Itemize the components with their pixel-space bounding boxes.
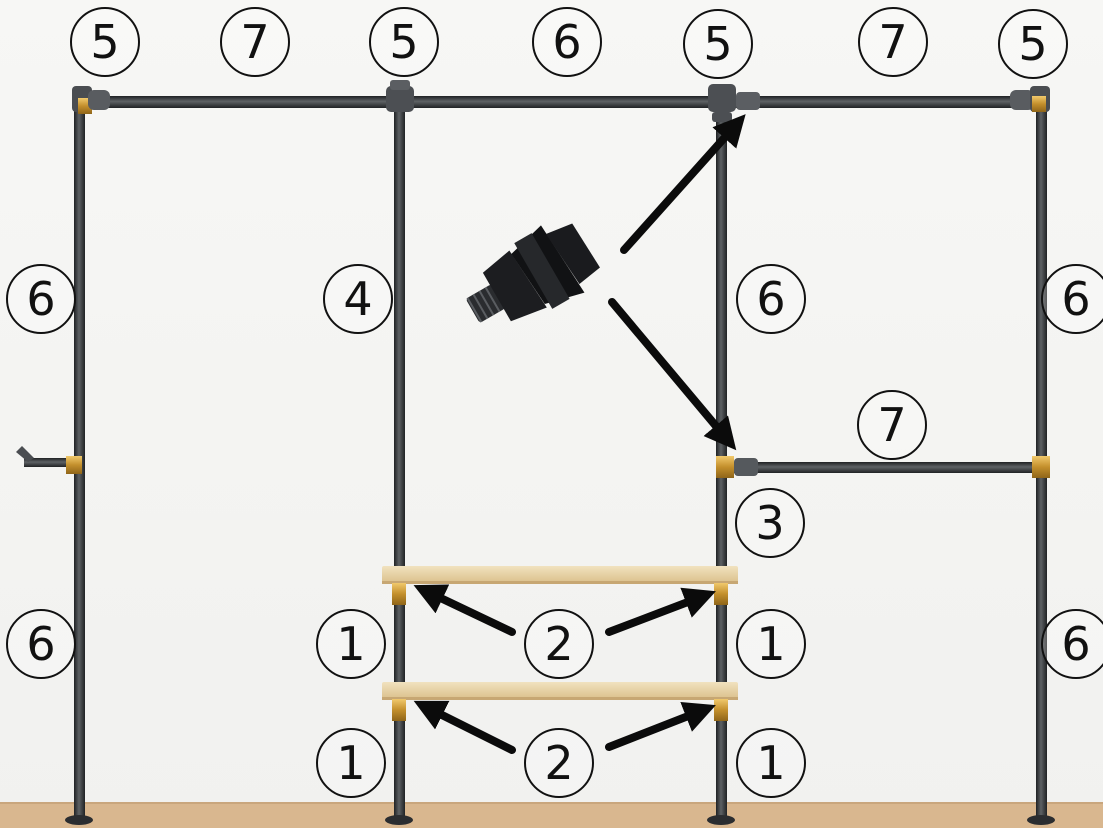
callout-middle-rail: 7 — [857, 390, 927, 460]
top-fitting-mid-left — [386, 80, 414, 112]
callout-top-span-2: 6 — [532, 7, 602, 77]
callout-far-right-lower: 6 — [1041, 609, 1103, 679]
callout-mid-pipe: 4 — [323, 264, 393, 334]
wall-hook-left — [16, 446, 82, 474]
top-fitting-mid-right — [708, 84, 760, 122]
floor-flange-mid-left — [385, 815, 413, 825]
callout-shelf-lower-right: 1 — [736, 728, 806, 798]
arrow-shelf-upper-right — [609, 597, 701, 632]
middle-rail-tee-right — [1032, 456, 1050, 478]
top-rail — [82, 96, 1042, 108]
callout-shelf-upper-left: 1 — [316, 609, 386, 679]
callout-shelf-upper-center: 2 — [524, 609, 594, 679]
callout-top-post-3: 5 — [683, 9, 753, 79]
arrow-shelf-upper-left — [428, 592, 512, 632]
middle-rail-tee-left — [716, 456, 734, 478]
arrow-shelf-lower-left — [428, 708, 512, 750]
callout-top-span-3: 7 — [858, 7, 928, 77]
callout-far-right-upper: 6 — [1041, 264, 1103, 334]
callout-top-post-2: 5 — [369, 7, 439, 77]
arrow-shelf-lower-right — [609, 711, 701, 747]
floor-flange-left — [65, 815, 93, 825]
callout-shelf-upper-right: 1 — [736, 609, 806, 679]
union-fitting-image — [453, 210, 607, 345]
callout-top-post-4: 5 — [998, 9, 1068, 79]
callout-top-post-1: 5 — [70, 7, 140, 77]
callout-shelf-lower-center: 2 — [524, 728, 594, 798]
top-fitting-right — [1010, 86, 1050, 112]
top-fitting-left — [72, 86, 110, 114]
callout-left-lower: 6 — [6, 609, 76, 679]
callout-union-lower: 3 — [735, 488, 805, 558]
callout-top-span-1: 7 — [220, 7, 290, 77]
floor — [0, 802, 1103, 828]
middle-rail — [726, 462, 1042, 473]
arrow-union-to-mid — [612, 302, 726, 438]
callout-right-post-upper: 6 — [736, 264, 806, 334]
middle-rail-union — [734, 458, 758, 476]
callout-shelf-lower-left: 1 — [316, 728, 386, 798]
floor-flange-mid-right — [707, 815, 735, 825]
floor-flange-right — [1027, 815, 1055, 825]
callout-left-upper: 6 — [6, 264, 76, 334]
